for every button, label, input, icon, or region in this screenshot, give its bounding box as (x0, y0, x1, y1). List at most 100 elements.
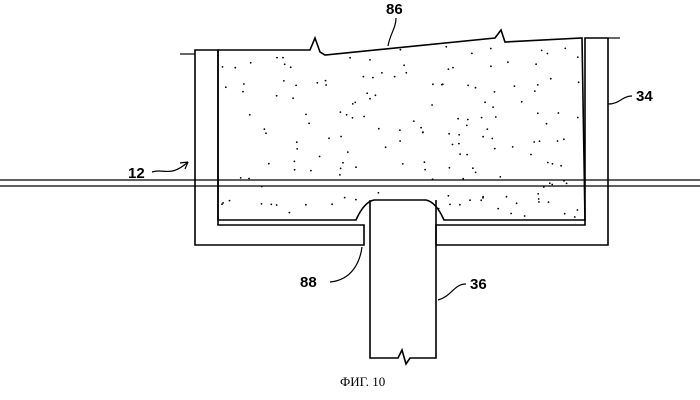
stipple-dot (577, 56, 579, 58)
stipple-dot (490, 65, 492, 67)
stipple-dot (448, 133, 450, 135)
stipple-dot (292, 97, 294, 99)
leader-36 (438, 284, 466, 300)
stipple-dot (467, 119, 469, 121)
stipple-dot (432, 83, 434, 85)
stipple-dot (363, 47, 365, 49)
stipple-dot (547, 53, 549, 55)
stipple-dot (363, 76, 365, 78)
stipple-dot (420, 127, 422, 129)
stipple-dot (475, 87, 477, 89)
stipple-dot (378, 128, 380, 130)
stipple-dot (482, 136, 484, 138)
figure-caption: ФИГ. 10 (340, 374, 385, 389)
stipple-dot (471, 53, 473, 55)
stipple-dot (530, 154, 532, 156)
stipple-dot (363, 116, 365, 118)
stipple-dot (448, 195, 450, 197)
stipple-dot (316, 82, 318, 84)
stipple-dot (276, 95, 278, 97)
stipple-dot (560, 165, 562, 167)
stipple-dot (283, 80, 285, 82)
stipple-dot (424, 169, 426, 171)
stipple-dot (449, 204, 451, 206)
stipple-dot (400, 49, 402, 51)
stipple-dot (328, 137, 330, 139)
stipple-dot (497, 208, 499, 210)
stipple-dot (445, 46, 447, 48)
stipple-dot (355, 166, 357, 168)
stipple-dot (223, 44, 225, 46)
label-86: 86 (386, 1, 403, 18)
stipple-dot (469, 199, 471, 201)
stipple-dot (472, 167, 474, 169)
stipple-dot (475, 172, 477, 174)
stipple-dot (340, 111, 342, 113)
stipple-dot (492, 106, 494, 108)
stipple-dot (250, 62, 252, 64)
stipple-dot (547, 162, 549, 164)
stipple-dot (458, 143, 460, 145)
stipple-dot (459, 204, 461, 206)
stipple-dot (442, 83, 444, 85)
stipple-dot (534, 90, 536, 92)
stipple-dot (242, 91, 244, 93)
stipple-dot (265, 132, 267, 134)
stipple-dot (494, 148, 496, 150)
stipple-dot (533, 141, 535, 143)
stipple-dot (352, 103, 354, 105)
stipple-dot (506, 196, 508, 198)
stipple-dot (296, 148, 298, 150)
stipple-dot (366, 92, 368, 94)
stipple-dot (252, 45, 254, 47)
stipple-dot (564, 213, 566, 215)
stipple-dot (294, 161, 296, 163)
wall-lines (0, 180, 700, 186)
stipple-dot (248, 43, 250, 45)
stipple-dot (574, 216, 576, 218)
stipple-dot (385, 146, 387, 148)
stipple-dot (310, 170, 312, 172)
stipple-dot (308, 123, 310, 125)
stipple-dot (378, 192, 380, 194)
leader-12 (152, 162, 188, 172)
stipple-dot (319, 156, 321, 158)
stipple-dot (510, 213, 512, 215)
stipple-dot (234, 67, 236, 69)
stipple-dot (484, 101, 486, 103)
stipple-dots (221, 43, 579, 218)
label-88: 88 (300, 274, 317, 291)
stipple-dot (347, 151, 349, 153)
stipple-dot (340, 168, 342, 170)
concrete-fill (218, 30, 585, 220)
label-36: 36 (470, 276, 487, 293)
stipple-dot (276, 204, 278, 206)
stipple-dot (552, 163, 554, 165)
stipple-dot (222, 66, 224, 68)
stipple-dot (466, 125, 468, 127)
stipple-dot (482, 197, 484, 199)
stipple-dot (566, 183, 568, 185)
leader-34 (608, 96, 632, 104)
stipple-dot (402, 163, 404, 165)
stipple-dot (381, 72, 383, 74)
stipple-dot (325, 80, 327, 82)
stipple-dot (349, 57, 351, 59)
stipple-dot (537, 112, 539, 114)
stipple-dot (466, 154, 468, 156)
stipple-dot (355, 199, 357, 201)
stipple-dot (467, 85, 469, 87)
stipple-dot (448, 68, 450, 70)
stipple-dot (394, 76, 396, 78)
stipple-dot (372, 77, 374, 79)
label-34: 34 (636, 88, 653, 105)
stipple-dot (270, 204, 272, 206)
stipple-dot (424, 161, 426, 163)
stipple-dot (261, 203, 263, 205)
stipple-dot (449, 167, 451, 169)
stipple-dot (551, 184, 553, 186)
stipple-dot (563, 138, 565, 140)
stipple-dot (507, 61, 509, 63)
stipple-dot (499, 176, 501, 178)
stipple-dot (577, 209, 579, 211)
